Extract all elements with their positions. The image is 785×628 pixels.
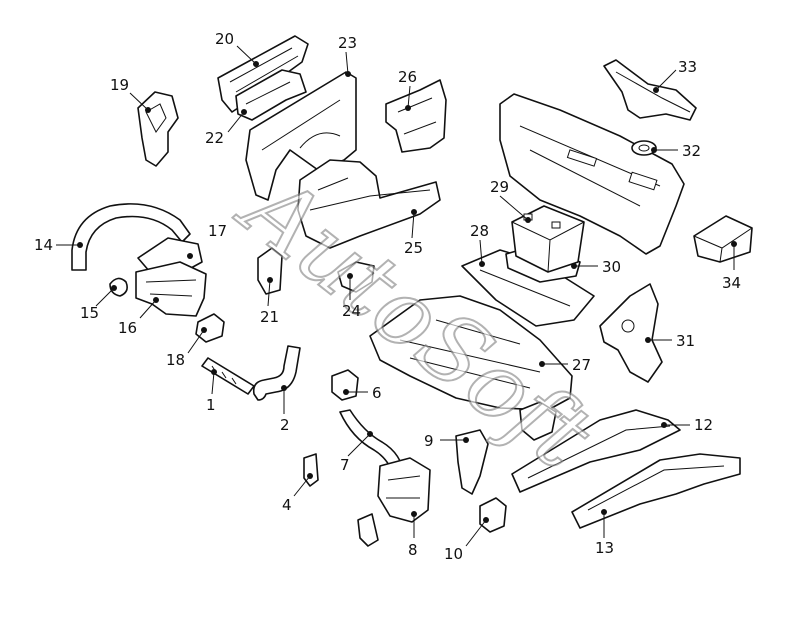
callout-16[interactable]: 16	[118, 319, 137, 337]
callout-6[interactable]: 6	[372, 384, 382, 402]
part-24[interactable]	[337, 261, 375, 293]
part-25[interactable]	[297, 159, 441, 249]
part-4[interactable]	[303, 453, 319, 487]
part-28[interactable]	[461, 249, 595, 327]
callout-15[interactable]: 15	[80, 304, 99, 322]
callout-19[interactable]: 19	[110, 76, 129, 94]
callout-25[interactable]: 25	[404, 239, 423, 257]
part-33[interactable]	[603, 59, 697, 121]
part-10[interactable]	[479, 497, 507, 533]
callout-18[interactable]: 18	[166, 351, 185, 369]
bulkhead-panel[interactable]	[499, 93, 685, 255]
callout-17[interactable]: 17	[208, 222, 227, 240]
part-14[interactable]	[71, 203, 191, 271]
callout-30[interactable]: 30	[602, 258, 621, 276]
callout-9[interactable]: 9	[424, 432, 434, 450]
part-18[interactable]	[195, 313, 225, 343]
callout-14[interactable]: 14	[34, 236, 53, 254]
leader-lines	[56, 45, 737, 547]
callout-20[interactable]: 20	[215, 30, 234, 48]
part-6[interactable]	[331, 369, 359, 401]
callout-27[interactable]: 27	[572, 356, 591, 374]
callout-26[interactable]: 26	[398, 68, 417, 86]
callout-29[interactable]: 29	[490, 178, 509, 196]
part-2[interactable]	[252, 345, 301, 401]
callout-33[interactable]: 33	[678, 58, 697, 76]
part-21[interactable]	[257, 247, 283, 295]
part-19[interactable]	[137, 91, 179, 167]
callout-28[interactable]: 28	[470, 222, 489, 240]
part-27[interactable]	[369, 295, 573, 441]
callout-22[interactable]: 22	[205, 129, 224, 147]
part-26[interactable]	[385, 79, 447, 153]
callout-21[interactable]: 21	[260, 308, 279, 326]
callout-10[interactable]: 10	[444, 545, 463, 563]
callout-13[interactable]: 13	[595, 539, 614, 557]
callout-1[interactable]: 1	[206, 396, 216, 414]
callout-24[interactable]: 24	[342, 302, 361, 320]
part-8-bracket[interactable]	[357, 513, 379, 547]
callout-labels: 19 20 22 23 26 25 21 24 14 17 15 16 18 1…	[34, 30, 741, 563]
part-9[interactable]	[455, 429, 489, 495]
part-22[interactable]	[235, 69, 307, 121]
part-1[interactable]	[201, 357, 255, 395]
callout-31[interactable]: 31	[676, 332, 695, 350]
part-16[interactable]	[135, 261, 207, 317]
callout-7[interactable]: 7	[340, 456, 350, 474]
callout-4[interactable]: 4	[282, 496, 292, 514]
parts-layer	[71, 35, 753, 547]
part-34[interactable]	[693, 215, 753, 263]
callout-34[interactable]: 34	[722, 274, 741, 292]
callout-32[interactable]: 32	[682, 142, 701, 160]
callout-8[interactable]: 8	[408, 541, 418, 559]
part-13[interactable]	[571, 453, 741, 529]
callout-12[interactable]: 12	[694, 416, 713, 434]
callout-2[interactable]: 2	[280, 416, 290, 434]
part-8[interactable]	[377, 457, 431, 523]
part-23[interactable]	[245, 71, 357, 201]
part-12[interactable]	[511, 409, 681, 493]
part-31[interactable]	[599, 283, 663, 383]
part-15[interactable]	[109, 277, 128, 297]
callout-23[interactable]: 23	[338, 34, 357, 52]
